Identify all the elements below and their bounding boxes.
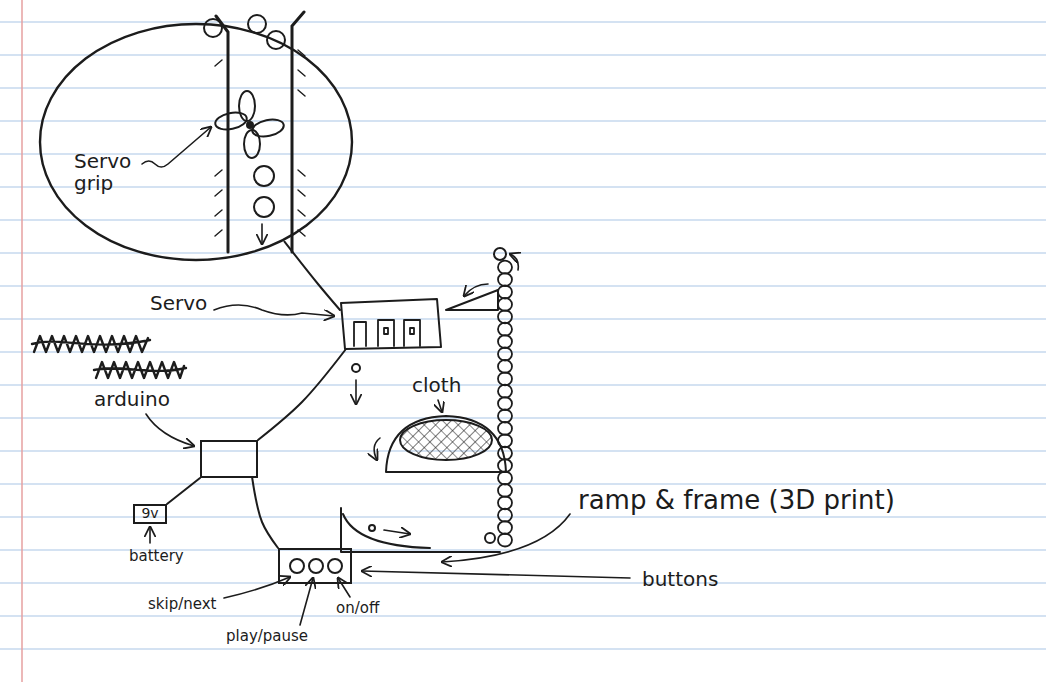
coil-loop [498,434,512,447]
leader-line [224,577,290,598]
motion-arrow [384,530,410,534]
coil-loop [498,496,512,509]
ball [352,364,360,372]
ruled-lines [0,22,1046,649]
coil-loop [498,261,512,274]
battery-box: 9vbattery [133,504,167,524]
button [309,559,323,573]
ball [494,248,506,260]
coil-loop [498,484,512,497]
wall-hatching [215,50,305,236]
scribble [94,362,186,378]
node-label: battery [129,548,184,565]
wire [284,242,340,310]
ball [254,197,274,217]
node-label: Servo grip [74,150,140,194]
ball [204,19,222,37]
leader-line [300,578,313,625]
coil-loop [498,397,512,410]
scribble [32,336,150,352]
controller-box: arduino [200,440,258,478]
grip-lobe [251,117,286,139]
ball [254,166,274,186]
leader-line [149,527,151,543]
annotation-label: play/pause [226,628,308,645]
node-label: Servo [150,292,207,314]
coil-loop [498,410,512,423]
servo-part: Servo [340,300,444,350]
motion-arrow [464,284,488,296]
drop-arrow [355,380,357,404]
coil-loop [498,509,512,522]
wire [167,478,200,504]
annotation-label: ramp & frame (3D print) [578,486,895,515]
leader-line [142,127,211,167]
callout-ellipse: Servo grip [38,22,354,262]
coil-loop [498,298,512,311]
leader-line [362,571,630,578]
coil-loop [498,273,512,286]
coil-loop [498,323,512,336]
grip-lobe [214,110,249,132]
callout-ellipse-line [40,24,352,260]
leader-line [338,578,350,597]
callout-outline [38,22,354,262]
grip-lobe [239,91,255,121]
wire [252,478,278,548]
coil-loop [498,521,512,534]
coil-loop [498,286,512,299]
ramp-curve [343,514,430,548]
node-label: buttons [642,568,718,590]
leader-line [214,305,334,316]
node-label: arduino [94,388,170,410]
button [290,559,304,573]
cloth-hatch [400,420,492,460]
grip-lobe [244,130,260,158]
annotation-label: on/off [336,600,379,617]
node-label: 9v [141,506,158,521]
leader-line [146,414,194,446]
annotation-label: cloth [412,374,461,396]
annotation-label: skip/next [148,596,216,613]
coil-loop [498,348,512,361]
dome-outline [386,416,506,472]
coil-loop [498,372,512,385]
servo-teeth [354,320,420,346]
coil-loop [498,534,512,547]
coil-loop [498,310,512,323]
ball [485,533,495,543]
coil-loop [498,459,512,472]
flow-arrow [261,224,263,244]
grip-axle [247,122,253,128]
coil-loop [498,422,512,435]
button-panel: buttons [278,548,352,584]
ball [369,525,375,531]
wire [258,350,345,440]
coil-loop [498,385,512,398]
servo-outline [341,299,441,349]
coil-loop [498,335,512,348]
button [328,559,342,573]
coil-loop [498,447,512,460]
leader-line [438,400,442,412]
frame [341,508,500,552]
coil-spring [498,261,512,547]
coil-loop [498,360,512,373]
coil-loop [498,472,512,485]
margin-line [21,0,23,682]
top-ramp [446,290,498,310]
motion-arrow [374,438,380,460]
